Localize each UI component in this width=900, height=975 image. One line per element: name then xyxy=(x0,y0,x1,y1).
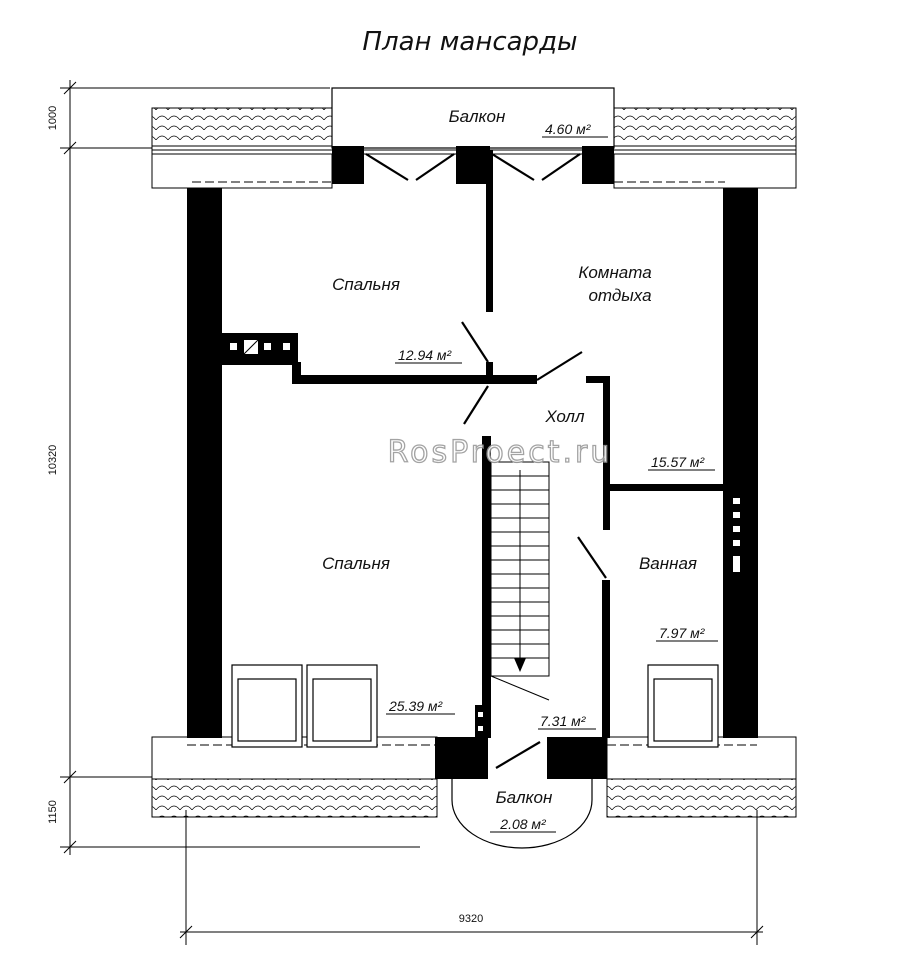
balcony-bottom-outline xyxy=(451,778,593,849)
bathroom-vent-shaft xyxy=(727,492,745,592)
dimension-width: 9320 xyxy=(459,913,483,925)
room-name-lounge-line1: Комната xyxy=(578,263,651,282)
room-name-balcony-bottom: Балкон xyxy=(496,788,553,807)
vent-block xyxy=(222,333,298,365)
watermark: RosProect.ru xyxy=(388,435,613,470)
staircase xyxy=(490,461,550,701)
room-area-balcony-bottom: 2.08 м² xyxy=(499,816,547,832)
room-area-bathroom: 7.97 м² xyxy=(659,625,706,641)
room-area-bedroom-top: 12.94 м² xyxy=(398,347,453,363)
interior-walls xyxy=(292,150,723,738)
area-underlines xyxy=(386,136,718,833)
exterior-walls xyxy=(187,146,758,779)
doors xyxy=(365,153,607,769)
room-area-hall: 7.31 м² xyxy=(540,713,587,729)
room-name-bedroom-top: Спальня xyxy=(332,275,400,294)
room-name-hall: Холл xyxy=(544,407,585,426)
room-area-bedroom-bottom: 25.39 м² xyxy=(388,698,444,714)
dimension-bottom-balcony: 1150 xyxy=(47,800,59,824)
dimension-height: 10320 xyxy=(47,445,59,476)
room-name-lounge-line2: отдыха xyxy=(588,286,651,305)
dimension-top-balcony: 1000 xyxy=(47,106,59,130)
roof-windows xyxy=(231,664,719,748)
dimension-lines-bottom xyxy=(179,810,764,945)
room-area-lounge: 15.57 м² xyxy=(651,454,706,470)
room-name-bathroom: Ванная xyxy=(639,554,697,573)
room-name-balcony-top: Балкон xyxy=(449,107,506,126)
room-name-bedroom-bottom: Спальня xyxy=(322,554,390,573)
room-area-balcony-top: 4.60 м² xyxy=(545,121,592,137)
plan-title: План мансарды xyxy=(362,27,577,57)
dimension-lines-left xyxy=(60,80,420,855)
stair-post xyxy=(475,705,488,740)
balcony-top-outline xyxy=(331,87,615,149)
